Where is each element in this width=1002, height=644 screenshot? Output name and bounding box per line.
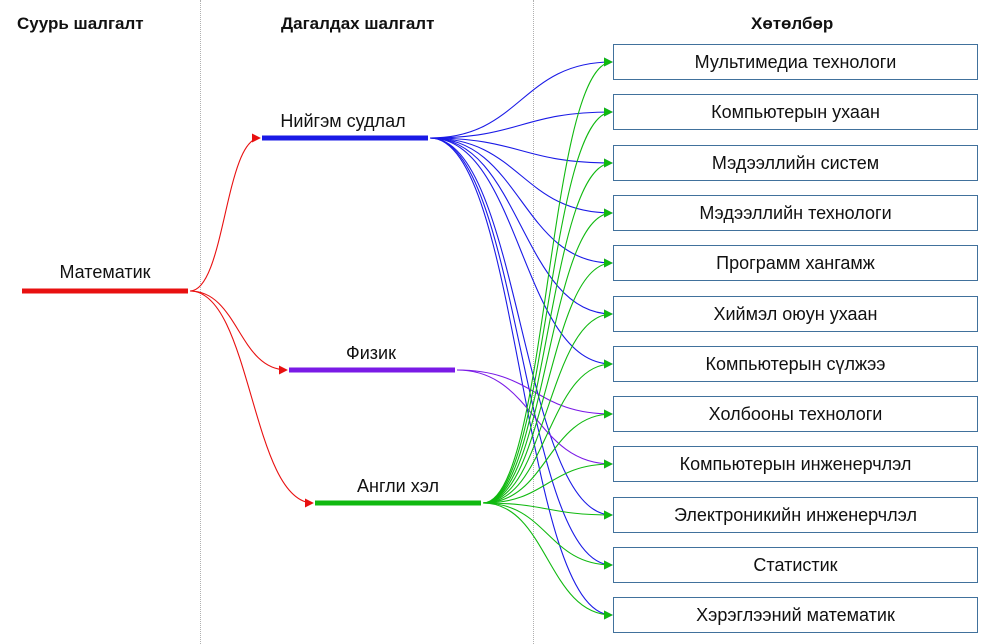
subject-label-math: Математик [59, 262, 151, 282]
program-label: Холбооны технологи [708, 403, 883, 424]
program-label: Мультимедиа технологи [694, 51, 897, 72]
program-label: Хэрэглээний математик [696, 604, 895, 625]
link-english-program-5 [482, 309, 613, 504]
link-social-program-11 [429, 137, 613, 620]
link-social-program-0 [429, 57, 613, 139]
program-box: Хэрэглээний математик [613, 597, 978, 633]
link-math-english [189, 290, 314, 508]
program-box: Мэдээллийн технологи [613, 195, 978, 231]
link-english-program-10 [482, 502, 613, 570]
link-social-program-2 [429, 137, 613, 168]
program-label: Компьютерын ухаан [711, 101, 880, 122]
program-label: Компьютерын инженерчлэл [679, 453, 912, 474]
link-english-program-9 [482, 502, 613, 520]
program-box: Программ хангамж [613, 245, 978, 281]
link-english-program-1 [482, 107, 613, 504]
link-english-program-3 [482, 208, 613, 504]
link-english-program-11 [482, 502, 613, 620]
program-box: Компьютерын инженерчлэл [613, 446, 978, 482]
link-english-program-4 [482, 258, 613, 504]
link-english-program-7 [482, 409, 613, 504]
link-english-program-2 [482, 158, 613, 504]
program-label: Статистик [753, 554, 838, 575]
program-box: Мультимедиа технологи [613, 44, 978, 80]
link-english-program-8 [482, 459, 613, 504]
program-box: Статистик [613, 547, 978, 583]
divider-right [533, 0, 534, 644]
link-physics-program-8 [456, 369, 613, 469]
program-label: Хиймэл оюун ухаан [713, 303, 878, 324]
link-math-physics [189, 290, 288, 375]
link-physics-program-7 [456, 369, 613, 419]
program-label: Программ хангамж [716, 252, 875, 273]
link-social-program-5 [429, 137, 613, 319]
link-math-social [189, 133, 261, 292]
link-social-program-4 [429, 137, 613, 268]
link-english-program-6 [482, 359, 613, 504]
program-box: Компьютерын сүлжээ [613, 346, 978, 382]
program-label: Электроникийн инженерчлэл [674, 504, 917, 525]
program-box: Компьютерын ухаан [613, 94, 978, 130]
program-box: Электроникийн инженерчлэл [613, 497, 978, 533]
link-english-program-0 [482, 57, 613, 504]
divider-left [200, 0, 201, 644]
program-label: Мэдээллийн технологи [699, 202, 892, 223]
subject-label-physics: Физик [346, 343, 396, 363]
program-label: Мэдээллийн систем [711, 152, 880, 173]
program-box: Хиймэл оюун ухаан [613, 296, 978, 332]
link-social-program-3 [429, 137, 613, 218]
header-secondary-exam: Дагалдах шалгалт [281, 14, 435, 33]
program-label: Компьютерын сүлжээ [705, 353, 886, 374]
link-social-program-6 [429, 137, 613, 369]
program-box: Холбооны технологи [613, 396, 978, 432]
link-social-program-1 [429, 107, 613, 139]
subject-label-social: Нийгэм судлал [280, 111, 406, 131]
link-social-program-10 [429, 137, 613, 570]
program-box: Мэдээллийн систем [613, 145, 978, 181]
subject-label-english: Англи хэл [357, 476, 439, 496]
header-base-exam: Суурь шалгалт [17, 14, 144, 33]
link-social-program-9 [429, 137, 613, 520]
header-programs: Хөтөлбөр [751, 14, 834, 33]
